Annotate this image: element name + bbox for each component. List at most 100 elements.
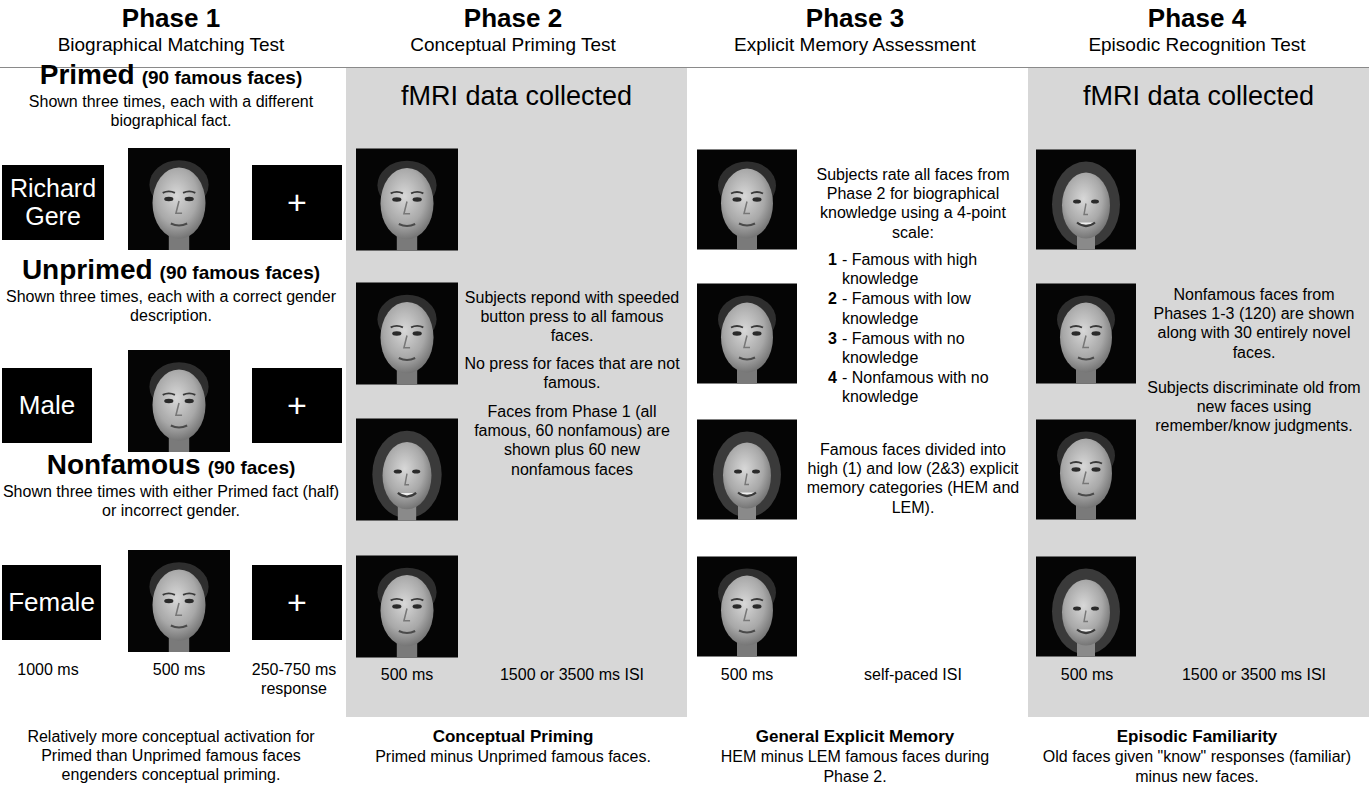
- text-group: 500 ms: [128, 660, 230, 679]
- stimulus-screen: +: [252, 165, 342, 240]
- description-text: 500 ms: [693, 665, 801, 684]
- scale-number: 4: [828, 368, 837, 387]
- description-text: 500 ms: [128, 660, 230, 679]
- face-photo: [356, 556, 458, 658]
- phase-subtitle: Episodic Recognition Test: [1026, 34, 1368, 57]
- text-group: Relatively more conceptual activation fo…: [6, 727, 336, 785]
- condition-heading: Nonfamous: [47, 448, 201, 482]
- text-group: Phase 2Conceptual Priming Test: [342, 3, 684, 57]
- stimulus-text: Female: [8, 588, 95, 617]
- text-group: Episodic FamiliarityOld faces given "kno…: [1026, 727, 1368, 786]
- phase-title: Phase 4: [1026, 3, 1368, 34]
- stimulus-screen: Richard Gere: [2, 165, 104, 240]
- face-photo: [356, 419, 458, 521]
- text-slot: Nonfamous faces from Phases 1-3 (120) ar…: [1145, 285, 1363, 362]
- scale-item: 3- Famous with no knowledge: [828, 329, 1023, 367]
- condition-heading: Unprimed: [22, 253, 153, 287]
- section-heading: Conceptual Priming: [342, 727, 684, 747]
- phase-title: Phase 3: [684, 3, 1026, 34]
- band-text: 500 ms: [1034, 665, 1140, 684]
- description-text: Famous faces divided into high (1) and l…: [803, 440, 1023, 517]
- band-heading: fMRI data collected: [1028, 80, 1369, 112]
- face-photo: [697, 284, 797, 384]
- face-photo: [128, 350, 230, 452]
- face-photo: [128, 148, 230, 250]
- description-text: self-paced ISI: [803, 665, 1023, 684]
- text-group: General Explicit MemoryHEM minus LEM fam…: [684, 727, 1026, 786]
- scan-phase-band: fMRI data collectedNonfamous faces from …: [1028, 68, 1369, 717]
- heading-row: Primed(90 famous faces): [0, 58, 342, 92]
- face-photo: [128, 550, 230, 652]
- band-heading: fMRI data collected: [346, 80, 687, 112]
- stimulus-screen: +: [252, 368, 342, 443]
- text-slot: Subjects repond with speeded button pres…: [463, 288, 681, 346]
- description-text: Old faces given "know" responses (famili…: [1037, 747, 1357, 785]
- phase-title: Phase 2: [342, 3, 684, 34]
- section-heading: General Explicit Memory: [684, 727, 1026, 747]
- face-photo: [697, 150, 797, 250]
- text-group: 1- Famous with high knowledge2- Famous w…: [828, 250, 1023, 408]
- stimulus-text: +: [287, 387, 307, 424]
- band-text: Nonfamous faces from Phases 1-3 (120) ar…: [1145, 285, 1363, 362]
- band-text: Subjects repond with speeded button pres…: [463, 288, 681, 346]
- band-text: 500 ms: [354, 665, 460, 684]
- text-group: Primed(90 famous faces)Shown three times…: [0, 58, 342, 130]
- band-text: Faces from Phase 1 (all famous, 60 nonfa…: [463, 402, 681, 479]
- text-group: Phase 3Explicit Memory Assessment: [684, 3, 1026, 57]
- stimulus-text: Richard Gere: [2, 175, 104, 230]
- text-slot: fMRI data collected: [1028, 80, 1369, 112]
- description-text: HEM minus LEM famous faces during Phase …: [720, 747, 990, 785]
- face-photo: [1036, 420, 1136, 520]
- scale-description: - Famous with no knowledge: [842, 329, 1023, 367]
- text-group: Unprimed (90 famous faces)Shown three tim…: [0, 253, 342, 325]
- text-slot: 500 ms: [354, 665, 460, 684]
- scale-number: 2: [828, 289, 837, 308]
- phase-subtitle: Explicit Memory Assessment: [684, 34, 1026, 57]
- band-text: 1500 or 3500 ms ISI: [463, 665, 681, 684]
- scale-description: - Nonfamous with no knowledge: [842, 368, 1023, 406]
- text-slot: 500 ms: [1034, 665, 1140, 684]
- description-text: Shown three times, each with a correct g…: [0, 287, 342, 325]
- stimulus-screen: +: [252, 565, 342, 640]
- face-photo: [356, 149, 458, 251]
- section-heading: Episodic Familiarity: [1026, 727, 1368, 747]
- text-group: Phase 4Episodic Recognition Test: [1026, 3, 1368, 57]
- scan-phase-band: fMRI data collectedSubjects repond with …: [346, 68, 687, 717]
- description-text: Primed minus Unprimed famous faces.: [342, 747, 684, 766]
- stimulus-text: +: [287, 584, 307, 621]
- description-text: Subjects rate all faces from Phase 2 for…: [803, 165, 1023, 242]
- stimulus-text: Male: [19, 391, 75, 420]
- scale-description: - Famous with high knowledge: [842, 250, 1023, 288]
- text-group: Nonfamous(90 faces)Shown three times wit…: [0, 448, 342, 520]
- text-slot: Faces from Phase 1 (all famous, 60 nonfa…: [463, 402, 681, 479]
- text-group: Subjects rate all faces from Phase 2 for…: [803, 165, 1023, 242]
- text-slot: 1500 or 3500 ms ISI: [463, 665, 681, 684]
- text-slot: 1500 or 3500 ms ISI: [1145, 665, 1363, 684]
- condition-count: (90 famous faces): [160, 262, 321, 285]
- text-group: 250-750 ms response: [244, 660, 344, 698]
- text-slot: Subjects discriminate old from new faces…: [1145, 378, 1363, 436]
- stimulus-screen: Female: [2, 565, 101, 640]
- text-group: self-paced ISI: [803, 665, 1023, 684]
- condition-count: (90 faces): [208, 457, 296, 480]
- face-photo: [1036, 150, 1136, 250]
- face-photo: [1036, 284, 1136, 384]
- text-slot: fMRI data collected: [346, 80, 687, 112]
- phase-subtitle: Conceptual Priming Test: [342, 34, 684, 57]
- stimulus-screen: Male: [2, 368, 92, 443]
- stimulus-text: +: [287, 184, 307, 221]
- face-photo: [697, 557, 797, 657]
- description-text: Relatively more conceptual activation fo…: [6, 727, 336, 785]
- text-group: 1000 ms: [0, 660, 96, 679]
- face-photo: [697, 420, 797, 520]
- face-photo: [1036, 557, 1136, 657]
- description-text: Shown three times, each with a different…: [0, 92, 342, 130]
- text-group: 500 ms: [693, 665, 801, 684]
- band-text: 1500 or 3500 ms ISI: [1145, 665, 1363, 684]
- heading-row: Unprimed (90 famous faces): [0, 253, 342, 287]
- band-text: No press for faces that are not famous.: [463, 354, 681, 392]
- condition-heading: Primed: [40, 58, 135, 92]
- text-group: Famous faces divided into high (1) and l…: [803, 440, 1023, 517]
- phase-title: Phase 1: [0, 3, 342, 34]
